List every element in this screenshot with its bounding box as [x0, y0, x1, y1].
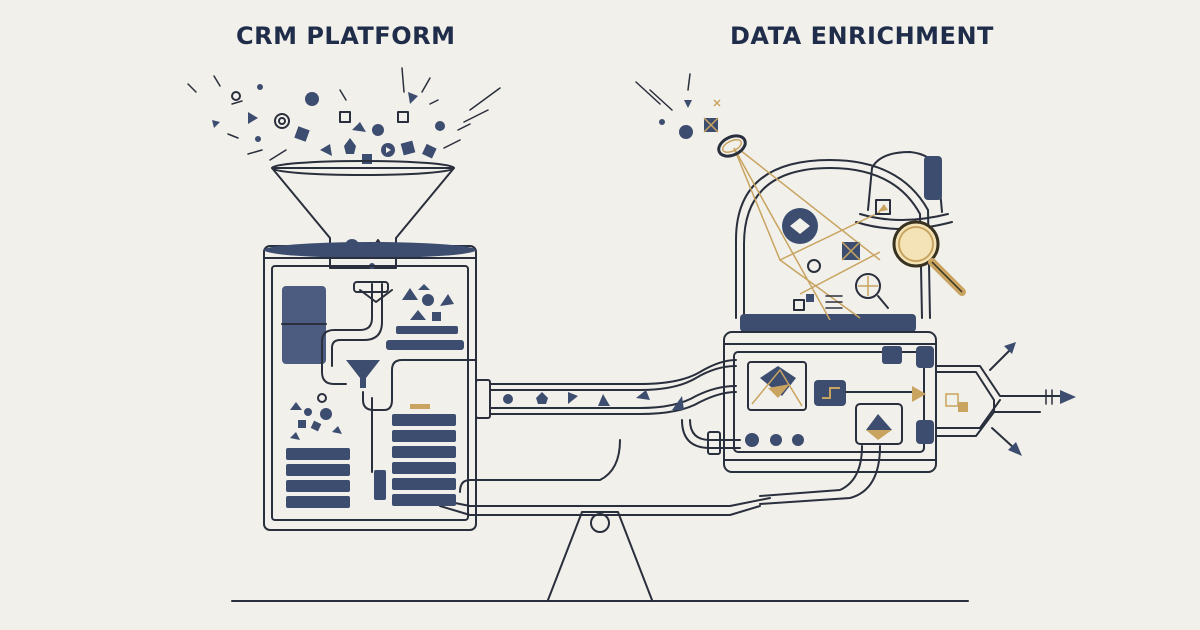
output-arrows: [935, 342, 1076, 456]
detective-hat: [855, 151, 953, 230]
data-enrichment-title: DATA ENRICHMENT: [730, 22, 994, 50]
data-particles-right: [635, 73, 747, 158]
crm-platform-title: CRM PLATFORM: [236, 22, 456, 50]
data-particles-left: [187, 67, 501, 164]
magnifying-glass-icon: [892, 220, 966, 296]
small-magnifier-icon: [855, 273, 889, 309]
crm-tank: [263, 242, 477, 531]
balance-fulcrum: [429, 497, 771, 601]
enrichment-dome: [723, 159, 968, 473]
scanner-beams: [733, 147, 891, 321]
